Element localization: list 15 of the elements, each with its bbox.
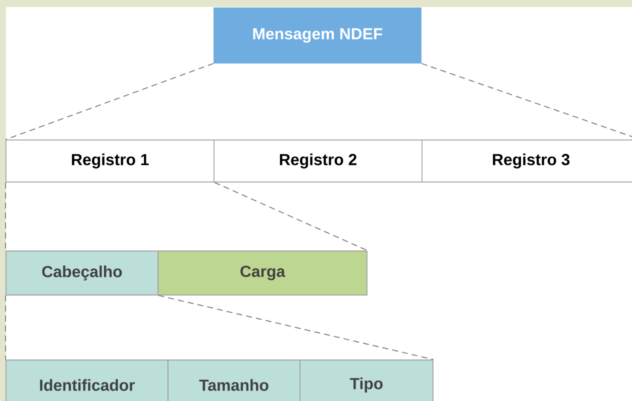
zoom-line bbox=[5, 182, 6, 252]
zoom-line bbox=[158, 294, 434, 360]
zoom-line bbox=[5, 62, 214, 140]
payload-box: Carga bbox=[158, 250, 368, 296]
zoom-line bbox=[5, 294, 6, 360]
record-box: Registro 3 bbox=[422, 140, 632, 182]
header-box: Cabeçalho bbox=[6, 250, 158, 296]
message-box: Mensagem NDEF bbox=[214, 8, 422, 64]
field-box: Identificador bbox=[6, 360, 168, 401]
record-box: Registro 2 bbox=[214, 140, 422, 182]
field-box: Tipo bbox=[300, 360, 434, 401]
record-box: Registro 1 bbox=[6, 140, 214, 182]
field-box: Tamanho bbox=[168, 360, 300, 401]
zoom-line bbox=[214, 182, 368, 252]
node-label: Tamanho bbox=[199, 379, 268, 391]
